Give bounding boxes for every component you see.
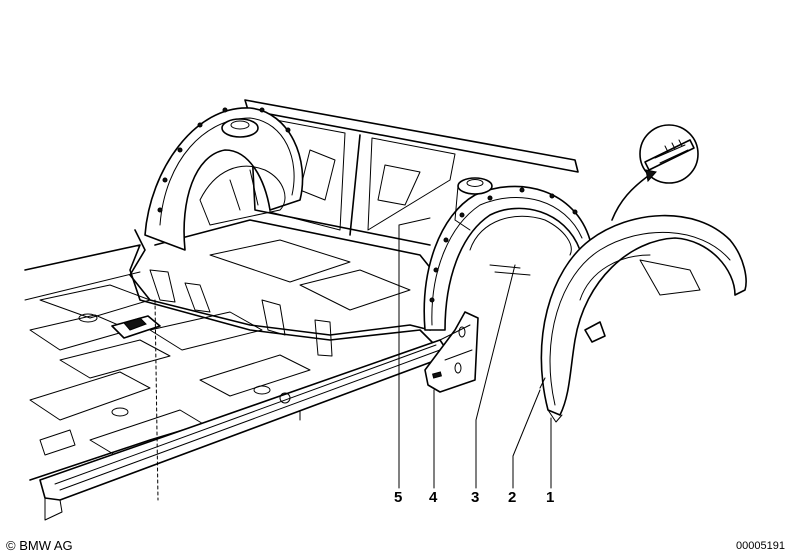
part-4-bracket (424, 311, 479, 393)
part-2-edge-strip (539, 377, 546, 389)
dashed-guide (154, 299, 159, 501)
rear-bulkhead (244, 99, 579, 246)
callout-5: 5 (394, 489, 403, 506)
part-1-wheel-arch-trim (540, 214, 747, 423)
callout-1: 1 (546, 489, 555, 506)
copyright-label: © BMW AG (6, 538, 73, 553)
drawing-number: 00005191 (736, 540, 785, 552)
callout-4: 4 (429, 489, 438, 506)
callout-2: 2 (508, 489, 517, 506)
callout-3: 3 (471, 489, 480, 506)
edge-strip-detail (611, 124, 699, 221)
leader-lines (398, 217, 552, 489)
rocker-panel (39, 339, 451, 521)
left-wheel-arch (144, 107, 304, 251)
